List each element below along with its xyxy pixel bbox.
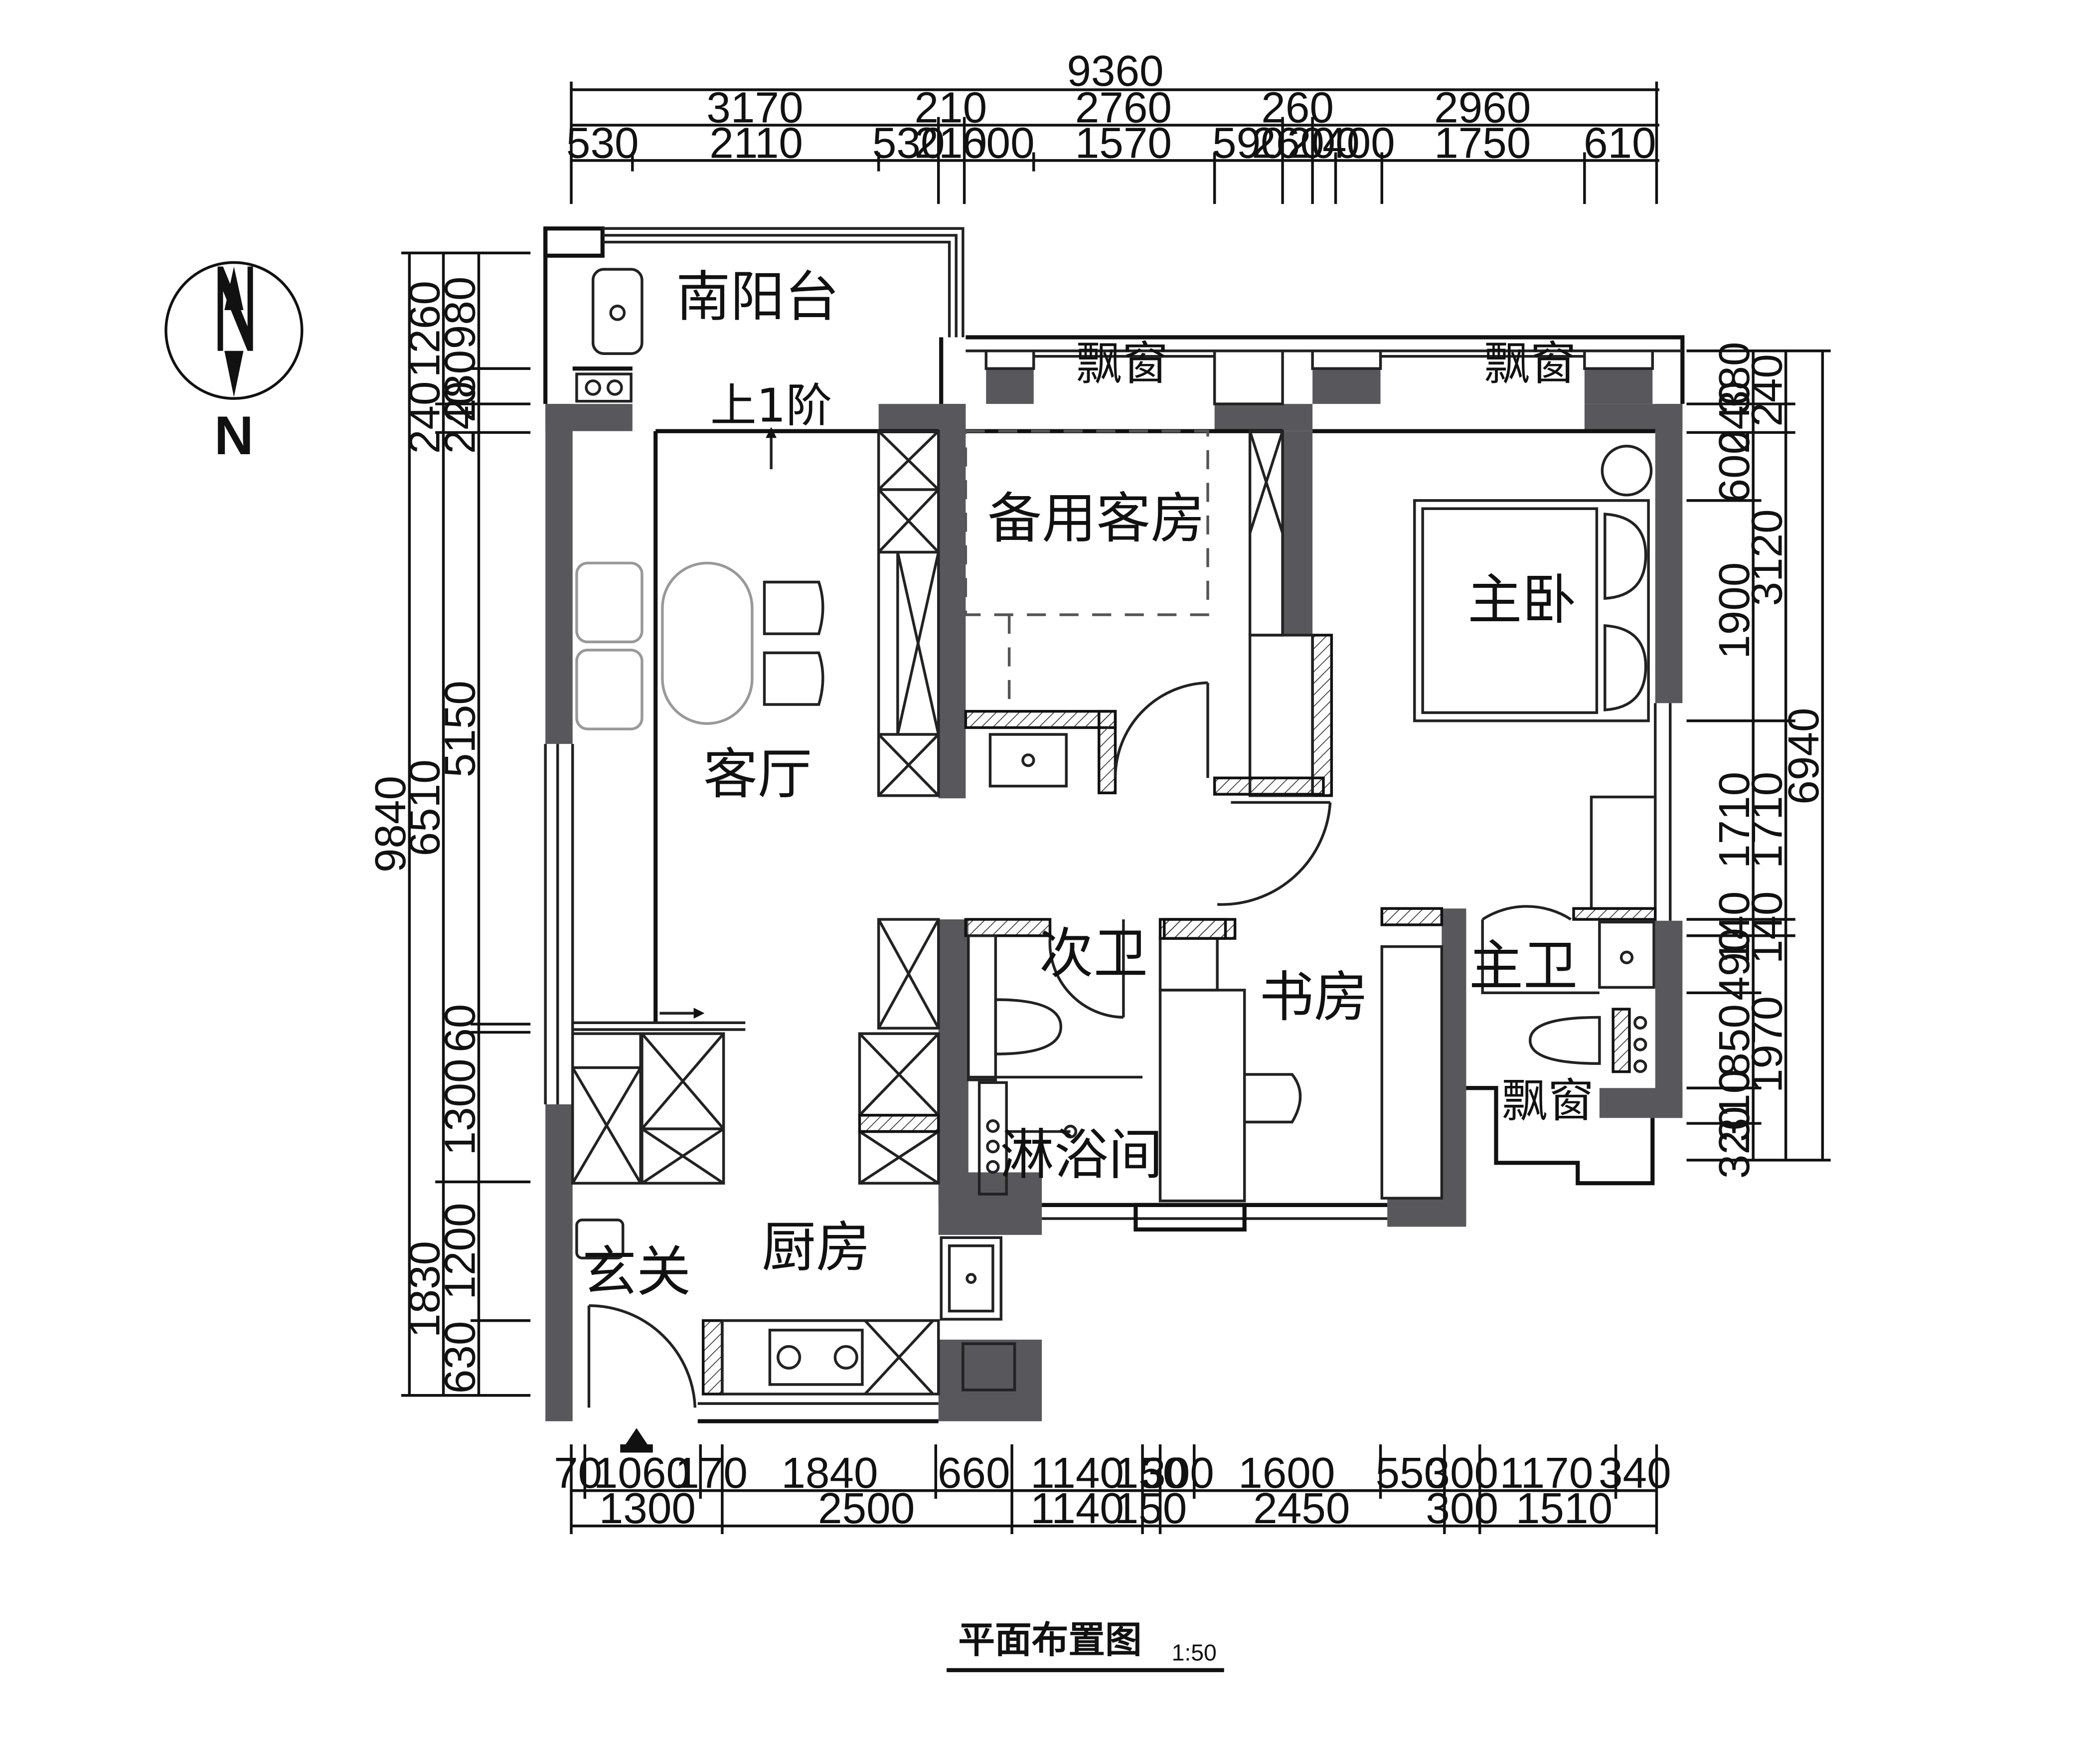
drawing-title-block: 平面布置图 1:50 — [947, 1619, 1224, 1672]
dim-left-c3-2: 280 — [435, 350, 484, 423]
dim-right-c2-2: 3120 — [1742, 509, 1791, 606]
dim-bot-r2-1: 1300 — [599, 1484, 696, 1533]
dim-left-c2-4: 1830 — [400, 1241, 449, 1338]
label-south-balcony: 南阳台 — [676, 265, 839, 329]
dim-top-r3-8: 260 — [1252, 118, 1324, 167]
dim-right-c1-8: 850 — [1710, 1004, 1759, 1077]
dim-left-c3-5: 60 — [435, 1004, 484, 1052]
dim-right-c1-7: 490 — [1710, 928, 1759, 1001]
dim-left-c2-1: 1260 — [400, 281, 449, 377]
drawing-scale: 1:50 — [1172, 1640, 1217, 1666]
dim-top-r3-11: 1750 — [1434, 118, 1531, 167]
furniture — [571, 268, 1657, 1453]
dim-right-c1-6: 140 — [1710, 891, 1759, 964]
dim-bot-r2-4: 150 — [1115, 1484, 1187, 1533]
label-study: 书房 — [1260, 966, 1368, 1029]
dim-bot-r1-11: 300 — [1426, 1448, 1498, 1497]
dim-left-c2-2: 240 — [400, 381, 449, 454]
north-label: N — [214, 405, 254, 466]
label-master-bedroom: 主卧 — [1467, 568, 1576, 632]
dim-bot-r1-10: 550 — [1375, 1448, 1448, 1497]
dim-bot-r1-2: 1060 — [594, 1448, 690, 1497]
dim-top-r3-10: 400 — [1322, 118, 1395, 167]
dim-left-c3-4: 5150 — [435, 681, 484, 777]
label-master-bath: 主卫 — [1469, 934, 1578, 998]
dim-bot-r1-3: 170 — [675, 1448, 748, 1497]
dim-top-total: 9360 — [1067, 46, 1163, 95]
dim-left-c3-3: 240 — [435, 381, 484, 454]
label-bay-window-3: 飘窗 — [1501, 1074, 1594, 1128]
dim-right-total: 6940 — [1779, 708, 1828, 805]
outlines — [543, 226, 1685, 1423]
dim-left-c3-1: 980 — [435, 277, 484, 350]
dim-left-c3-7: 1200 — [435, 1203, 484, 1300]
dim-bot-r2-6: 300 — [1426, 1484, 1498, 1533]
dim-bot-r2-7: 1510 — [1516, 1484, 1613, 1533]
dim-right-c1-10: 320 — [1710, 1106, 1759, 1179]
dim-bot-r1-8: 300 — [1141, 1448, 1214, 1497]
label-step-note: 上1阶 — [710, 379, 832, 433]
bottom-dimensions: 70 1060 170 1840 660 1140 150 300 1600 5… — [554, 1444, 1671, 1535]
label-living-room: 客厅 — [703, 742, 812, 806]
label-second-bath: 次卫 — [1039, 922, 1148, 985]
dim-top-r3-5: 600 — [962, 118, 1035, 167]
dim-bot-r1-5: 660 — [938, 1448, 1010, 1497]
dim-top-r2-1: 3170 — [706, 83, 803, 132]
dim-right-c1-1: 380 — [1710, 342, 1759, 415]
drawing-title: 平面布置图 — [958, 1619, 1141, 1661]
dim-right-c1-5: 1710 — [1710, 772, 1759, 869]
dim-right-c2-4: 140 — [1742, 891, 1791, 964]
dim-top-r2-3: 2760 — [1075, 83, 1172, 132]
dim-top-r3-9: 200 — [1287, 118, 1360, 167]
dim-bot-r2-2: 2500 — [818, 1484, 915, 1533]
dim-left-total: 9840 — [366, 776, 415, 873]
dim-top-r3-6: 1570 — [1075, 118, 1172, 167]
dim-right-c2-5: 1970 — [1742, 996, 1791, 1093]
dim-top-r3-3: 530 — [872, 118, 945, 167]
dim-top-r2-4: 260 — [1261, 83, 1334, 132]
label-entrance: 玄关 — [582, 1240, 691, 1304]
label-shower: 淋浴间 — [1000, 1123, 1163, 1187]
dim-top-r3-12: 610 — [1584, 118, 1656, 167]
dim-bot-r1-1: 70 — [554, 1448, 602, 1497]
dim-right-c1-4: 1900 — [1710, 562, 1759, 659]
dim-top-r3-7: 590 — [1212, 118, 1285, 167]
dim-top-r2-5: 2960 — [1434, 83, 1531, 132]
label-kitchen: 厨房 — [762, 1216, 870, 1279]
dim-right-c1-3: 600 — [1710, 430, 1759, 503]
dim-top-r3-1: 530 — [566, 118, 639, 167]
top-dimensions: 9360 3170 210 2760 260 2960 530 2110 530… — [566, 46, 1659, 204]
dim-bot-r1-6: 1140 — [1030, 1448, 1124, 1497]
dim-bot-r1-12: 1170 — [1500, 1448, 1594, 1497]
dim-right-c1-9: 310 — [1710, 1069, 1759, 1142]
dim-bot-r2-3: 1140 — [1030, 1484, 1124, 1533]
dim-bot-r1-9: 1600 — [1238, 1448, 1335, 1497]
dim-bot-r1-7: 150 — [1115, 1448, 1187, 1497]
dim-top-r3-4: 210 — [914, 118, 987, 167]
label-bay-window-1: 飘窗 — [1076, 337, 1168, 390]
room-labels: 南阳台 上1阶 备用客房 主卧 客厅 次卫 书房 主卫 淋浴间 厨房 玄关 飘窗… — [582, 265, 1594, 1304]
dim-bot-r2-5: 2450 — [1253, 1484, 1350, 1533]
dim-bot-r1-13: 340 — [1599, 1448, 1671, 1497]
walls — [545, 368, 1683, 1421]
label-bay-window-2: 飘窗 — [1484, 337, 1577, 390]
north-arrow-icon: N — [164, 261, 304, 466]
label-guest-room: 备用客房 — [987, 487, 1205, 550]
dim-right-c1-2: 240 — [1710, 381, 1759, 454]
dim-top-r3-2: 2110 — [709, 118, 803, 167]
left-dimensions: 9840 1260 240 6510 1830 980 280 240 5150… — [366, 251, 531, 1397]
dim-right-c2-1: 240 — [1742, 354, 1791, 427]
dim-left-c3-8: 630 — [435, 1321, 484, 1394]
dim-left-c2-3: 6510 — [400, 759, 449, 856]
dim-left-c3-6: 1300 — [435, 1058, 484, 1155]
dim-bot-r1-4: 1840 — [781, 1448, 878, 1497]
right-dimensions: 380 240 600 1900 1710 140 490 850 310 32… — [1686, 342, 1831, 1179]
dim-top-r2-2: 210 — [914, 83, 987, 132]
dim-right-c2-3: 1710 — [1742, 772, 1791, 869]
